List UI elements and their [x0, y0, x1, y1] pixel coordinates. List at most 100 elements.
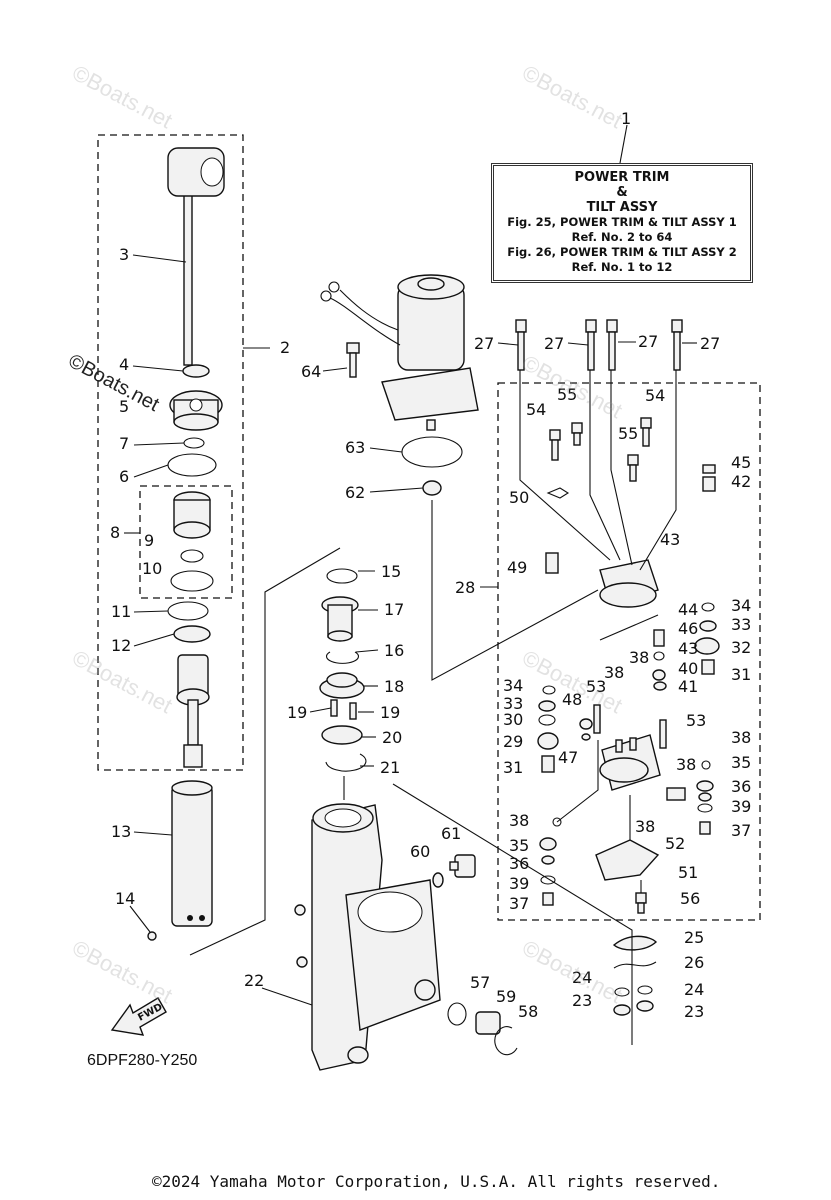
part-12 — [173, 625, 211, 643]
piston-8 — [173, 491, 211, 539]
part-60 — [432, 872, 444, 888]
callout-22: 22 — [244, 971, 264, 990]
callout-27b: 27 — [544, 334, 564, 353]
callout-62: 62 — [345, 483, 365, 502]
callout-53a: 53 — [586, 677, 606, 696]
callout-18: 18 — [384, 677, 404, 696]
bolt-64 — [346, 342, 360, 378]
callout-25: 25 — [684, 928, 704, 947]
legend-line6: Fig. 26, POWER TRIM & TILT ASSY 2 — [507, 245, 737, 259]
callout-23b: 23 — [684, 1002, 704, 1021]
callout-34a: 34 — [731, 596, 751, 615]
valve-18 — [319, 672, 365, 699]
callout-35a: 35 — [731, 753, 751, 772]
callout-6: 6 — [119, 467, 129, 486]
callout-9: 9 — [144, 531, 154, 550]
callout-36a: 36 — [731, 777, 751, 796]
callout-35b: 35 — [509, 836, 529, 855]
tilt-cylinder-13 — [171, 780, 213, 927]
pin-53b — [659, 719, 667, 749]
legend-line1: POWER TRIM — [574, 170, 670, 185]
callout-55b: 55 — [618, 424, 638, 443]
callout-34b: 34 — [503, 676, 523, 695]
callout-24b: 24 — [684, 980, 704, 999]
valve-small-parts — [537, 602, 720, 773]
callout-37b: 37 — [509, 894, 529, 913]
lower-small-parts — [539, 760, 714, 906]
callout-17: 17 — [384, 600, 404, 619]
callout-20: 20 — [382, 728, 402, 747]
bolts-27 — [515, 319, 683, 371]
callout-50: 50 — [509, 488, 529, 507]
guide-lines — [189, 370, 677, 1045]
callout-31b: 31 — [503, 758, 523, 777]
motor-assy — [320, 274, 479, 431]
callout-39b: 39 — [509, 874, 529, 893]
housing-22 — [294, 803, 441, 1071]
callout-38a: 38 — [731, 728, 751, 747]
callout-38b: 38 — [509, 811, 529, 830]
callout-11: 11 — [111, 602, 131, 621]
leader-lines — [124, 124, 697, 1006]
callout-42: 42 — [731, 472, 751, 491]
legend-line7: Ref. No. 1 to 12 — [571, 260, 673, 274]
callout-41: 41 — [678, 677, 698, 696]
oring-24b — [637, 985, 653, 995]
callout-45: 45 — [731, 453, 751, 472]
callout-38c: 38 — [604, 663, 624, 682]
drawing-code: 6DPF280-Y250 — [87, 1052, 198, 1069]
legend-line2: & — [616, 185, 628, 200]
callout-43a: 43 — [660, 530, 680, 549]
callout-36b: 36 — [509, 854, 529, 873]
circlip-58 — [494, 1026, 518, 1056]
callout-37a: 37 — [731, 821, 751, 840]
callout-53b: 53 — [686, 711, 706, 730]
callout-5: 5 — [119, 397, 129, 416]
callout-38d: 38 — [629, 648, 649, 667]
callout-24a: 24 — [572, 968, 592, 987]
plate-20 — [321, 725, 363, 745]
callout-60: 60 — [410, 842, 430, 861]
oring-6 — [167, 453, 217, 477]
part-45 — [702, 464, 716, 474]
callout-39a: 39 — [731, 797, 751, 816]
group-box-2 — [97, 134, 244, 771]
assembly-legend-box: POWER TRIM & TILT ASSY Fig. 25, POWER TR… — [491, 163, 753, 283]
oring-7 — [183, 437, 205, 449]
pin-53 — [593, 704, 601, 734]
callout-31a: 31 — [731, 665, 751, 684]
callout-33a: 33 — [731, 615, 751, 634]
callout-51: 51 — [678, 863, 698, 882]
oring-57 — [447, 1002, 467, 1026]
callout-16: 16 — [384, 641, 404, 660]
callout-63: 63 — [345, 438, 365, 457]
callout-12: 12 — [111, 636, 131, 655]
callout-15: 15 — [381, 562, 401, 581]
spring-42 — [702, 476, 716, 492]
group-box-8 — [139, 485, 233, 599]
callout-23a: 23 — [572, 991, 592, 1010]
callout-46: 46 — [678, 619, 698, 638]
ball-14 — [147, 931, 157, 941]
callout-4: 4 — [119, 355, 129, 374]
piston-17 — [321, 596, 359, 642]
callout-58: 58 — [518, 1002, 538, 1021]
tilt-rod-3 — [167, 147, 225, 366]
callout-55a: 55 — [557, 385, 577, 404]
screw-56 — [635, 892, 647, 914]
part-23b — [636, 1000, 654, 1012]
manifold-28 — [599, 559, 659, 608]
pump-assy — [599, 734, 661, 791]
legend-line4: Fig. 25, POWER TRIM & TILT ASSY 1 — [507, 215, 737, 229]
callout-32: 32 — [731, 638, 751, 657]
oring-9 — [180, 549, 204, 563]
callout-43b: 43 — [678, 639, 698, 658]
callout-27c: 27 — [638, 332, 658, 351]
callout-64: 64 — [301, 362, 321, 381]
callout-14: 14 — [115, 889, 135, 908]
part-25 — [612, 935, 658, 951]
callout-8: 8 — [110, 523, 120, 542]
callout-54a: 54 — [526, 400, 546, 419]
part-23a — [613, 1004, 631, 1016]
plate-51 — [595, 839, 660, 881]
